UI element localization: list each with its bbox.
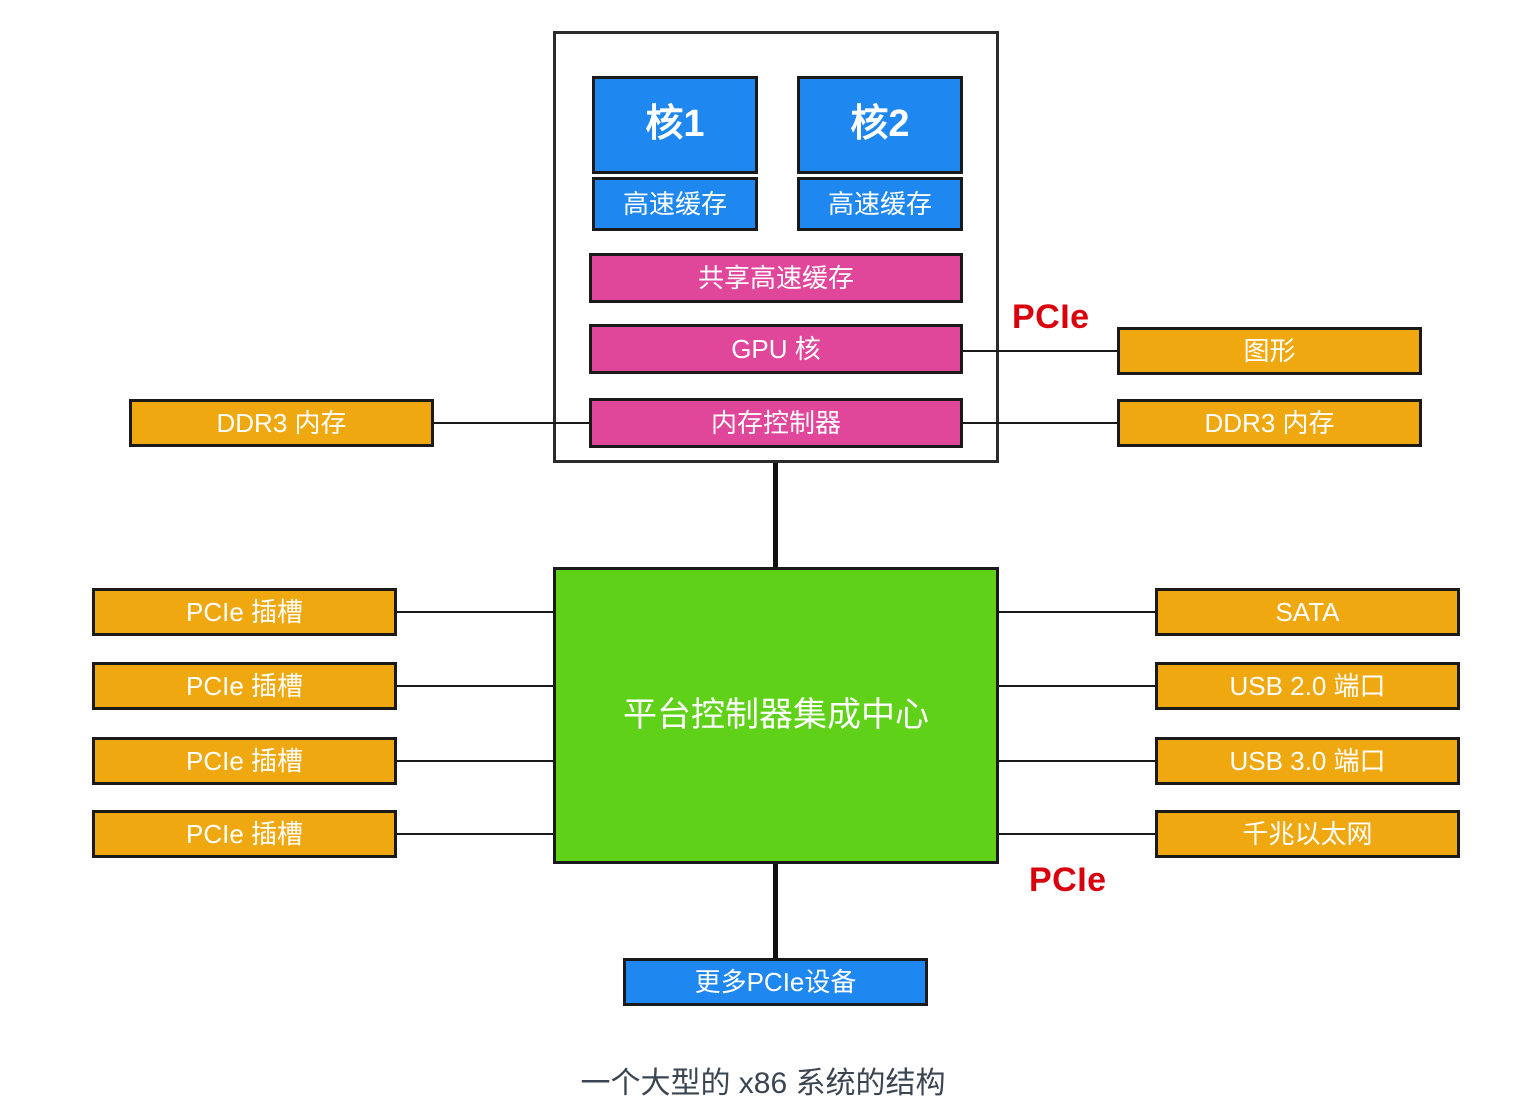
core-1-cache-box[interactable]: 高速缓存 [592,177,758,231]
pcie-slot-1-box[interactable]: PCIe 插槽 [92,588,397,636]
connector-pcie-slot-4 [397,833,553,835]
connector-cpu-to-pch [773,463,778,569]
pcie-label-bottom: PCIe [1029,861,1107,899]
core-2-label: 核2 [850,103,910,146]
usb30-label: USB 3.0 端口 [1229,745,1386,776]
pcie-slot-3-box[interactable]: PCIe 插槽 [92,737,397,785]
usb20-box[interactable]: USB 2.0 端口 [1155,662,1460,710]
ddr3-memory-right-label: DDR3 内存 [1204,407,1335,438]
core-2-cache-label: 高速缓存 [827,188,932,219]
gigabit-ethernet-label: 千兆以太网 [1242,818,1373,849]
ddr3-memory-right-box[interactable]: DDR3 内存 [1117,399,1422,447]
connector-pch-to-more-devices [773,864,778,960]
core-1-label: 核1 [645,103,705,146]
connector-memctrl-to-ddr3-right [962,422,1118,424]
sata-label: SATA [1275,596,1340,627]
platform-controller-hub-label: 平台控制器集成中心 [623,695,929,734]
pcie-slot-1-label: PCIe 插槽 [185,596,304,627]
gpu-core-box[interactable]: GPU 核 [589,324,963,374]
cpu-die-outline [553,31,999,463]
pcie-slot-2-box[interactable]: PCIe 插槽 [92,662,397,710]
graphics-box[interactable]: 图形 [1117,327,1422,375]
gpu-core-label: GPU 核 [731,333,821,364]
more-pcie-devices-label: 更多PCIe设备 [694,966,857,997]
shared-cache-label: 共享高速缓存 [697,262,854,293]
pcie-label-top: PCIe [1012,298,1090,336]
usb20-label: USB 2.0 端口 [1229,670,1386,701]
connector-sata [999,611,1156,613]
connector-usb20 [999,685,1156,687]
gigabit-ethernet-box[interactable]: 千兆以太网 [1155,810,1460,858]
core-1-box[interactable]: 核1 [592,76,758,174]
connector-ddr3-left-to-memctrl [434,422,591,424]
pcie-slot-2-label: PCIe 插槽 [185,670,304,701]
usb30-box[interactable]: USB 3.0 端口 [1155,737,1460,785]
platform-controller-hub-box[interactable]: 平台控制器集成中心 [553,567,999,864]
pcie-slot-3-label: PCIe 插槽 [185,745,304,776]
connector-usb30 [999,760,1156,762]
sata-box[interactable]: SATA [1155,588,1460,636]
connector-gpu-to-graphics [962,350,1118,352]
connector-pcie-slot-2 [397,685,553,687]
ddr3-memory-left-label: DDR3 内存 [216,407,347,438]
diagram-caption: 一个大型的 x86 系统的结构 [580,1067,946,1100]
core-2-cache-box[interactable]: 高速缓存 [797,177,963,231]
memory-controller-box[interactable]: 内存控制器 [589,398,963,448]
connector-gigabit-ethernet [999,833,1156,835]
pcie-slot-4-label: PCIe 插槽 [185,818,304,849]
core-1-cache-label: 高速缓存 [622,188,727,219]
connector-pcie-slot-1 [397,611,553,613]
core-2-box[interactable]: 核2 [797,76,963,174]
ddr3-memory-left-box[interactable]: DDR3 内存 [129,399,434,447]
graphics-label: 图形 [1243,335,1296,366]
memory-controller-label: 内存控制器 [710,407,841,438]
connector-pcie-slot-3 [397,760,553,762]
pcie-slot-4-box[interactable]: PCIe 插槽 [92,810,397,858]
more-pcie-devices-box[interactable]: 更多PCIe设备 [623,958,928,1006]
shared-cache-box[interactable]: 共享高速缓存 [589,253,963,303]
